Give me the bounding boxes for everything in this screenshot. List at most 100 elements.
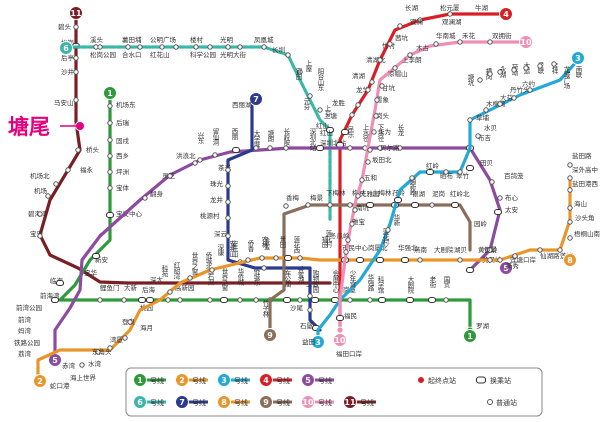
station-dot[interactable] <box>159 44 165 50</box>
station-dot[interactable] <box>487 257 493 263</box>
station-dot[interactable] <box>387 41 393 47</box>
station-dot[interactable] <box>355 193 361 199</box>
station-dot[interactable] <box>107 120 113 126</box>
station-dot[interactable] <box>177 297 183 303</box>
station-dot[interactable] <box>283 203 289 209</box>
station-dot[interactable] <box>567 205 573 211</box>
station-dot[interactable] <box>397 145 403 151</box>
station-dot[interactable] <box>567 187 573 193</box>
line-9-terminal-badge[interactable] <box>263 328 277 342</box>
station-dot[interactable] <box>121 297 127 303</box>
station-dot[interactable] <box>443 297 449 303</box>
station-dot[interactable] <box>367 147 373 153</box>
station-dot[interactable] <box>557 247 563 253</box>
station-dot[interactable] <box>297 255 303 261</box>
station-dot[interactable] <box>347 297 353 303</box>
station-dot[interactable] <box>225 183 231 189</box>
legend-badge-line-3[interactable] <box>217 373 231 387</box>
station-dot[interactable] <box>127 319 133 325</box>
station-dot[interactable] <box>225 199 231 205</box>
transfer-station-marker[interactable] <box>325 126 335 134</box>
station-dot[interactable] <box>53 181 59 187</box>
station-dot[interactable] <box>443 169 449 175</box>
station-dot[interactable] <box>65 167 71 173</box>
station-dot[interactable] <box>497 69 503 75</box>
station-dot[interactable] <box>73 97 79 103</box>
station-dot[interactable] <box>259 255 265 261</box>
legend-badge-line-6[interactable] <box>133 395 147 409</box>
station-dot[interactable] <box>347 145 353 151</box>
transfer-station-marker[interactable] <box>105 211 115 219</box>
legend-badge-line-11[interactable] <box>343 395 357 409</box>
station-dot[interactable] <box>167 289 173 295</box>
station-dot[interactable] <box>253 145 259 151</box>
station-dot[interactable] <box>37 233 43 239</box>
transfer-station-marker[interactable] <box>283 254 293 262</box>
station-dot[interactable] <box>73 55 79 61</box>
station-dot[interactable] <box>207 44 213 50</box>
station-dot[interactable] <box>374 97 380 103</box>
station-dot[interactable] <box>527 87 533 93</box>
transfer-station-marker[interactable] <box>377 296 387 304</box>
line-5-terminal-badge-east[interactable] <box>499 261 513 275</box>
line-11-terminal-badge[interactable] <box>69 6 83 20</box>
station-dot[interactable] <box>261 44 267 50</box>
station-dot[interactable] <box>107 345 113 351</box>
transfer-station-marker[interactable] <box>450 201 460 209</box>
station-dot[interactable] <box>137 44 143 50</box>
station-dot[interactable] <box>207 297 213 303</box>
station-dot[interactable] <box>307 93 313 99</box>
legend-badge-line-4[interactable] <box>259 373 273 387</box>
station-dot[interactable] <box>365 87 371 93</box>
station-dot[interactable] <box>349 112 355 118</box>
station-dot[interactable] <box>429 202 435 208</box>
station-dot[interactable] <box>212 152 218 158</box>
station-dot[interactable] <box>297 297 303 303</box>
transfer-station-marker[interactable] <box>137 296 147 304</box>
station-dot[interactable] <box>523 65 529 71</box>
station-dot[interactable] <box>475 133 481 139</box>
station-dot[interactable] <box>307 307 313 313</box>
station-dot[interactable] <box>537 247 543 253</box>
station-dot[interactable] <box>377 145 383 151</box>
station-dot[interactable] <box>267 145 273 151</box>
station-dot[interactable] <box>73 69 79 75</box>
transfer-station-marker[interactable] <box>425 168 435 176</box>
station-dot[interactable] <box>307 293 313 299</box>
line-8-terminal-badge[interactable] <box>563 253 577 267</box>
station-dot[interactable] <box>225 44 231 50</box>
legend-badge-line-1[interactable] <box>133 373 147 387</box>
transfer-station-marker[interactable] <box>475 376 487 384</box>
transfer-station-marker[interactable] <box>410 201 420 209</box>
station-dot[interactable] <box>107 103 113 109</box>
station-dot[interactable] <box>327 202 333 208</box>
station-dot[interactable] <box>343 249 349 255</box>
station-dot[interactable] <box>511 67 517 73</box>
station-dot[interactable] <box>349 221 355 227</box>
station-dot[interactable] <box>367 297 373 303</box>
transfer-station-marker[interactable] <box>335 314 345 322</box>
line-10-terminal-badge-south[interactable] <box>333 333 347 347</box>
line-3-terminal-badge-east[interactable] <box>571 51 585 65</box>
station-dot[interactable] <box>457 169 463 175</box>
station-dot[interactable] <box>551 61 557 67</box>
line-1-terminal-badge[interactable] <box>103 86 117 100</box>
station-dot[interactable] <box>385 227 391 233</box>
line-7-terminal-badge[interactable] <box>249 92 263 106</box>
station-dot[interactable] <box>261 265 267 271</box>
station-dot[interactable] <box>125 44 131 50</box>
legend-badge-line-10[interactable] <box>301 395 315 409</box>
transfer-station-marker[interactable] <box>405 296 415 304</box>
legend-badge-line-7[interactable] <box>175 395 189 409</box>
station-dot[interactable] <box>457 257 463 263</box>
station-dot[interactable] <box>173 44 179 50</box>
station-dot[interactable] <box>567 219 573 225</box>
station-dot[interactable] <box>283 145 289 151</box>
legend-badge-line-9[interactable] <box>259 395 273 409</box>
station-dot[interactable] <box>483 107 489 113</box>
line-3-terminal-badge[interactable] <box>311 335 325 349</box>
station-dot[interactable] <box>373 113 379 119</box>
transfer-station-marker[interactable] <box>145 296 155 304</box>
station-dot[interactable] <box>237 44 243 50</box>
station-dot[interactable] <box>467 117 473 123</box>
